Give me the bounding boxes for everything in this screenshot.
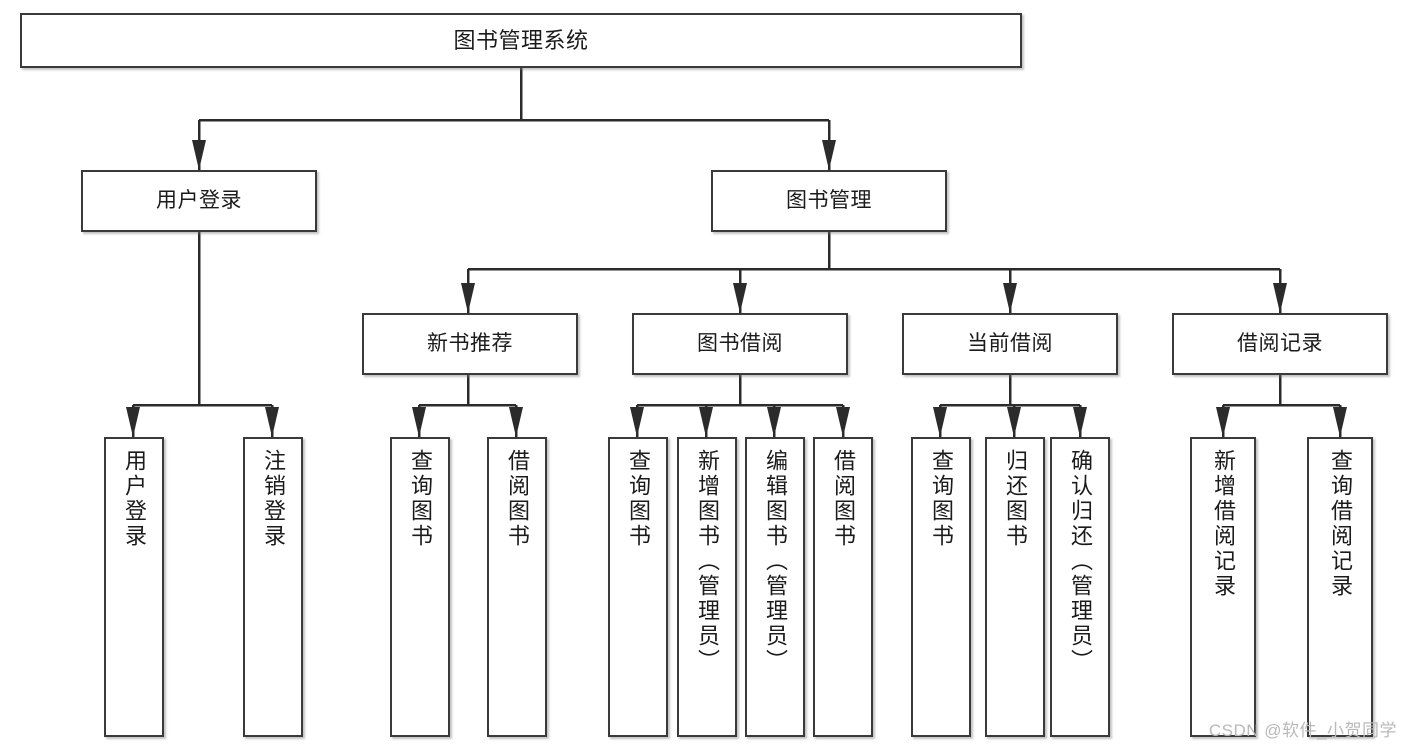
leaf-rec-query-book[interactable]: 查询图书 xyxy=(390,437,450,737)
node-book-manage[interactable]: 图书管理 xyxy=(711,170,947,232)
leaf-current-confirm-return-label: 确认归还（管理员） xyxy=(1068,449,1093,674)
node-new-book-recommend-label: 新书推荐 xyxy=(427,331,513,355)
watermark-credit: CSDN @软件_小贺同学 xyxy=(1208,721,1397,740)
node-user-login[interactable]: 用户登录 xyxy=(81,170,317,232)
leaf-user-logout[interactable]: 注销登录 xyxy=(243,437,303,737)
node-root[interactable]: 图书管理系统 xyxy=(20,13,1022,68)
leaf-user-login-label: 用户登录 xyxy=(122,449,147,549)
leaf-user-logout-label: 注销登录 xyxy=(261,449,286,549)
leaf-rec-borrow-book[interactable]: 借阅图书 xyxy=(487,437,547,737)
node-borrow-record-label: 借阅记录 xyxy=(1237,331,1323,355)
leaf-borrow-query-book[interactable]: 查询图书 xyxy=(608,437,668,737)
leaf-rec-borrow-book-label: 借阅图书 xyxy=(505,449,530,549)
node-root-label: 图书管理系统 xyxy=(453,27,589,53)
leaf-borrow-edit-book-label: 编辑图书（管理员） xyxy=(763,449,788,674)
leaf-borrow-add-book-label: 新增图书（管理员） xyxy=(695,449,720,674)
leaf-borrow-lend-book[interactable]: 借阅图书 xyxy=(813,437,873,737)
node-current-borrow-label: 当前借阅 xyxy=(967,331,1053,355)
leaf-record-query[interactable]: 查询借阅记录 xyxy=(1307,437,1373,737)
leaf-current-confirm-return[interactable]: 确认归还（管理员） xyxy=(1050,437,1110,737)
leaf-borrow-add-book[interactable]: 新增图书（管理员） xyxy=(677,437,737,737)
node-current-borrow[interactable]: 当前借阅 xyxy=(902,313,1118,375)
leaf-borrow-query-book-label: 查询图书 xyxy=(626,449,651,549)
node-new-book-recommend[interactable]: 新书推荐 xyxy=(362,313,578,375)
leaf-current-return-book-label: 归还图书 xyxy=(1003,449,1028,549)
node-book-borrow[interactable]: 图书借阅 xyxy=(632,313,848,375)
leaf-borrow-edit-book[interactable]: 编辑图书（管理员） xyxy=(745,437,805,737)
node-user-login-label: 用户登录 xyxy=(156,188,242,212)
node-book-manage-label: 图书管理 xyxy=(786,188,872,212)
leaf-record-add[interactable]: 新增借阅记录 xyxy=(1190,437,1256,737)
leaf-current-query-book-label: 查询图书 xyxy=(929,449,954,549)
leaf-current-return-book[interactable]: 归还图书 xyxy=(985,437,1045,737)
leaf-rec-query-book-label: 查询图书 xyxy=(408,449,433,549)
node-borrow-record[interactable]: 借阅记录 xyxy=(1172,313,1388,375)
leaf-user-login[interactable]: 用户登录 xyxy=(104,437,164,737)
leaf-current-query-book[interactable]: 查询图书 xyxy=(911,437,971,737)
leaf-record-query-label: 查询借阅记录 xyxy=(1328,449,1353,599)
leaf-record-add-label: 新增借阅记录 xyxy=(1211,449,1236,599)
node-book-borrow-label: 图书借阅 xyxy=(697,331,783,355)
leaf-borrow-lend-book-label: 借阅图书 xyxy=(831,449,856,549)
